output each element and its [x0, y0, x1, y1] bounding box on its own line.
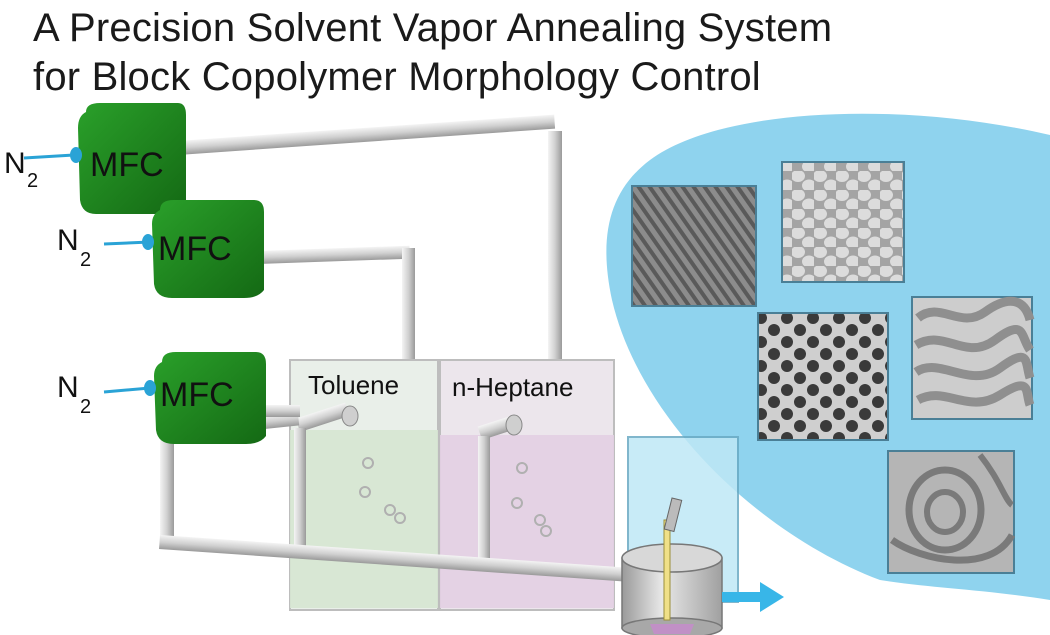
title-line-1: A Precision Solvent Vapor Annealing Syst…	[33, 6, 833, 50]
n2-subscript-1: 2	[27, 170, 38, 192]
mfc-unit-2: MFC N 2	[57, 200, 264, 298]
title-line-2: for Block Copolymer Morphology Control	[33, 55, 761, 99]
n2-subscript-2: 2	[80, 249, 91, 271]
morphology-panel-dots-light	[781, 161, 905, 283]
morphology-panel-lamellae	[631, 185, 757, 307]
tank-label-toluene: Toluene	[308, 370, 399, 400]
morphology-images	[631, 161, 1035, 574]
anneal-chamber	[621, 436, 739, 635]
morphology-panel-fingerprint	[911, 296, 1035, 420]
n2-label-1: N	[4, 147, 26, 180]
morphology-panel-dots-dark	[757, 312, 889, 441]
n2-label-3: N	[57, 371, 79, 404]
mfc-label-3: MFC	[160, 376, 234, 414]
tank-toluene	[289, 359, 439, 611]
morphology-panel-rings	[887, 450, 1016, 574]
bubbler-inlet-heptane	[477, 414, 523, 570]
outlet-arrow	[722, 582, 784, 612]
n2-label-2: N	[57, 224, 79, 257]
mfc-label-1: MFC	[90, 146, 164, 184]
bubbler-inlet-toluene	[294, 402, 359, 553]
tank-label-heptane: n-Heptane	[452, 372, 573, 402]
mfc-unit-1: MFC N 2	[4, 103, 186, 214]
mfc-unit-3: MFC N 2	[57, 352, 266, 444]
n2-subscript-3: 2	[80, 396, 91, 418]
mfc-label-2: MFC	[158, 230, 232, 268]
